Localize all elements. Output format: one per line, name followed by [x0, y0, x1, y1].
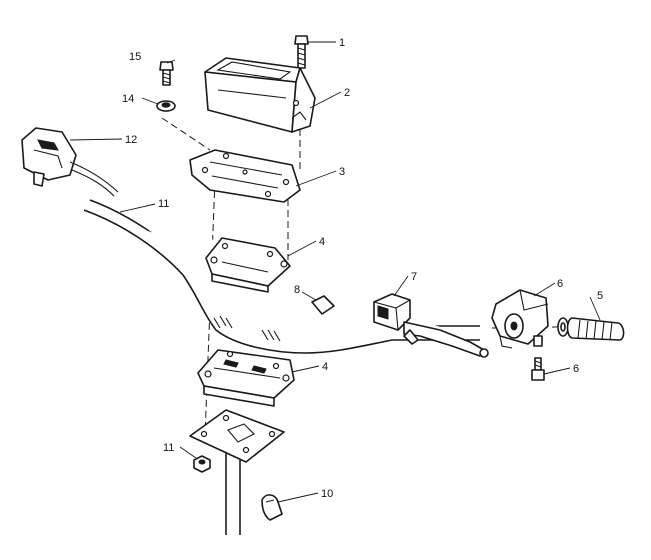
callout-4-lower: 4 — [322, 361, 328, 373]
callout-12: 11 — [158, 198, 169, 210]
nut-11 — [193, 455, 211, 473]
grip-5 — [557, 317, 625, 341]
screw-6 — [531, 357, 545, 381]
callout-3: 3 — [339, 166, 345, 178]
callout-7: 6 — [557, 278, 563, 290]
brake-master-cylinder-8 — [373, 293, 489, 358]
callout-5: 5 — [597, 290, 603, 302]
callout-4-upper: 4 — [319, 236, 325, 248]
callouts: 15 14 1 2 3 4 4 12 11 7 8 6 5 6 10 11 — [122, 37, 603, 500]
callout-10: 10 — [321, 488, 333, 500]
handlebar-cover-2 — [204, 57, 316, 133]
insert-9 — [311, 295, 335, 315]
leader-lines — [69, 41, 601, 503]
callout-15: 15 — [129, 51, 141, 63]
callout-8: 7 — [411, 271, 417, 283]
callout-13: 12 — [125, 134, 137, 146]
switch-housing-13 — [21, 127, 119, 197]
callout-6: 6 — [573, 363, 579, 375]
cover-plate-3 — [189, 149, 301, 203]
bolt-1 — [294, 35, 309, 69]
mounting-plate — [189, 409, 285, 463]
bolt-15 — [159, 61, 174, 86]
callout-14: 14 — [122, 93, 134, 105]
washer-14 — [156, 100, 176, 112]
upper-clamp-4 — [205, 237, 291, 293]
callout-1: 1 — [339, 37, 345, 49]
callout-2: 2 — [344, 87, 350, 99]
callout-11: 11 — [163, 442, 174, 454]
clamp-10 — [261, 494, 283, 521]
lower-clamp-4 — [197, 349, 295, 407]
callout-9: 8 — [294, 284, 300, 296]
throttle-housing-7 — [491, 289, 549, 349]
